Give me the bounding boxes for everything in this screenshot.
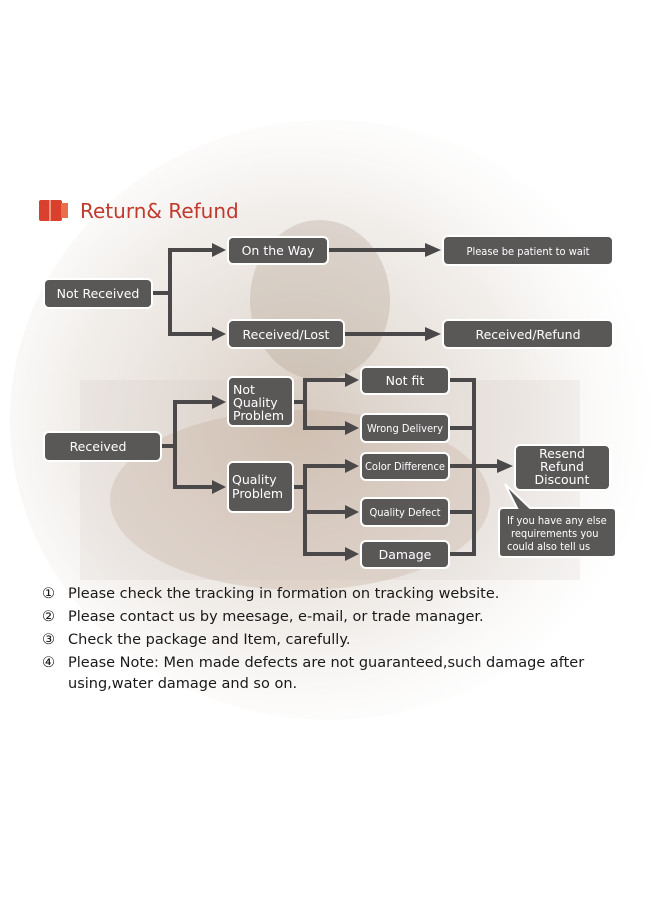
note-text: Check the package and Item, carefully. xyxy=(68,630,350,651)
node-damage: Damage xyxy=(361,541,449,568)
note-number: ① xyxy=(42,584,68,605)
node-received-refund: Received/Refund xyxy=(443,320,613,348)
node-not-received: Not Received xyxy=(44,279,152,308)
page-title: Return& Refund xyxy=(80,199,239,223)
node-not-quality-line-3: Problem xyxy=(233,408,284,423)
node-quality-defect-label: Quality Defect xyxy=(369,506,440,519)
node-not-received-label: Not Received xyxy=(57,286,140,301)
node-not-quality-problem: Not Quality Problem xyxy=(228,377,293,426)
node-quality-line-2: Problem xyxy=(232,486,283,501)
node-please-wait-label: Please be patient to wait xyxy=(467,245,590,258)
note-number: ② xyxy=(42,607,68,628)
node-received-label: Received xyxy=(70,439,127,454)
note-item: ④ Please Note: Men made defects are not … xyxy=(42,653,642,695)
callout-line-1: If you have any else xyxy=(507,514,607,527)
node-resend-line-3: Discount xyxy=(535,472,590,487)
node-color-difference-label: Color Difference xyxy=(365,460,445,473)
node-color-difference: Color Difference xyxy=(361,453,449,480)
node-quality-problem: Quality Problem xyxy=(228,462,293,512)
note-number: ③ xyxy=(42,630,68,651)
node-please-wait: Please be patient to wait xyxy=(443,236,613,265)
node-wrong-delivery: Wrong Delivery xyxy=(361,414,449,442)
callout-line-2: requirements you xyxy=(511,527,599,540)
node-not-fit-label: Not fit xyxy=(386,373,425,388)
node-resend-refund-discount: Resend Refund Discount xyxy=(515,445,610,490)
node-received-lost: Received/Lost xyxy=(228,320,344,348)
package-icon xyxy=(39,200,68,221)
node-quality-defect: Quality Defect xyxy=(361,498,449,526)
node-damage-label: Damage xyxy=(379,547,432,562)
node-quality-line-1: Quality xyxy=(232,472,277,487)
note-item: ① Please check the tracking in formation… xyxy=(42,584,642,605)
node-not-fit: Not fit xyxy=(361,367,449,394)
note-item: ② Please contact us by meesage, e-mail, … xyxy=(42,607,642,628)
node-received: Received xyxy=(44,432,161,461)
node-received-lost-label: Received/Lost xyxy=(243,327,330,342)
note-number: ④ xyxy=(42,653,68,695)
node-on-the-way-label: On the Way xyxy=(242,243,315,258)
callout-line-3: could also tell us xyxy=(507,540,590,553)
note-text: Please check the tracking in formation o… xyxy=(68,584,499,605)
notes-list: ① Please check the tracking in formation… xyxy=(42,584,642,697)
node-received-refund-label: Received/Refund xyxy=(475,327,580,342)
note-item: ③ Check the package and Item, carefully. xyxy=(42,630,642,651)
note-text: Please Note: Men made defects are not gu… xyxy=(68,653,642,695)
node-on-the-way: On the Way xyxy=(228,237,328,264)
note-text: Please contact us by meesage, e-mail, or… xyxy=(68,607,484,628)
node-wrong-delivery-label: Wrong Delivery xyxy=(367,422,443,435)
